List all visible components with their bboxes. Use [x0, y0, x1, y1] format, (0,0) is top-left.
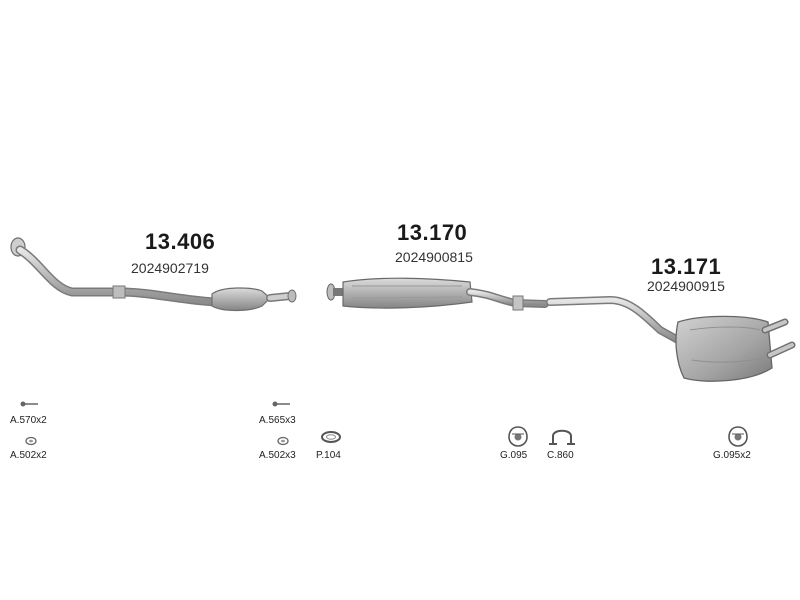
accessory-label-a502x3: A.502x3 — [259, 450, 296, 461]
catalytic-converter — [211, 287, 271, 312]
middle-silencer-body — [342, 277, 473, 309]
front-pipe-rear-flange — [287, 289, 297, 303]
rubber-mount-icon — [508, 426, 528, 447]
rear-silencer-body — [675, 315, 773, 382]
middle-outlet-sleeve — [512, 295, 524, 311]
accessory-label-g095x2: G.095x2 — [713, 450, 751, 461]
accessory-label-c860: C.860 — [547, 450, 574, 461]
part-13406-front-pipe — [10, 237, 297, 312]
accessory-label-p104: P.104 — [316, 450, 341, 461]
part-13170-middle-silencer — [326, 277, 549, 311]
part-ref-13170: 2024900815 — [395, 249, 473, 265]
part-code-13406: 13.406 — [145, 229, 216, 254]
part-13171-rear-silencer — [546, 295, 796, 382]
bolt-icon — [20, 401, 38, 407]
rubber-mount-icon — [728, 426, 748, 447]
nut-icon — [277, 436, 289, 446]
part-code-13171: 13.171 — [651, 254, 722, 279]
front-pipe-joint-sleeve — [112, 285, 126, 299]
accessory-label-g095: G.095 — [500, 450, 528, 461]
part-ref-13171: 2024900915 — [647, 278, 725, 294]
rear-inlet-pipe — [546, 295, 682, 344]
clamp-icon — [549, 429, 575, 445]
accessory-label-a565x3: A.565x3 — [259, 415, 296, 426]
accessory-label-a502x2: A.502x2 — [10, 450, 47, 461]
gasket-ring-icon — [321, 431, 341, 443]
nut-icon — [25, 436, 37, 446]
accessory-label-a570x2: A.570x2 — [10, 415, 47, 426]
bolt-icon — [272, 401, 290, 407]
part-ref-13406: 2024902719 — [131, 260, 209, 276]
part-code-13170: 13.170 — [397, 220, 468, 245]
